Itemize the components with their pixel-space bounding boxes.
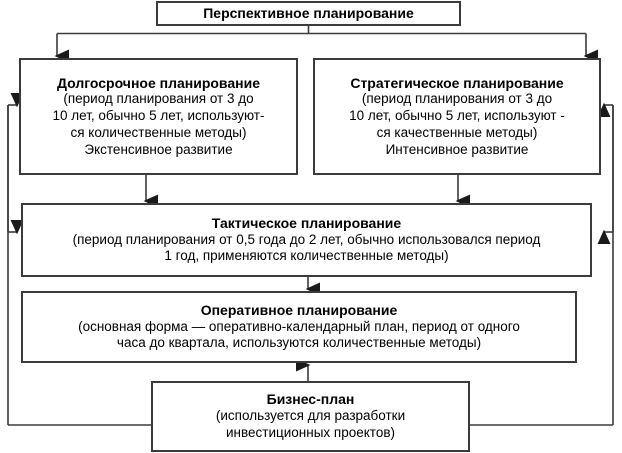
node-longterm-extra: Экстенсивное развитие — [84, 141, 233, 157]
node-tactical-planning[interactable]: Тактическое планирование (период планиро… — [21, 203, 592, 277]
node-strategic-title: Стратегическое планирование — [350, 74, 564, 91]
node-tactical-body: (период планирования от 0,5 года до 2 ле… — [72, 231, 541, 264]
node-operative-body: (основная форма — оперативно-календарный… — [78, 318, 520, 351]
node-business-plan[interactable]: Бизнес-план (используется для разработки… — [151, 381, 470, 452]
node-business-body: (используется для разработки инвестицион… — [215, 408, 406, 440]
node-longterm-body: (период планирования от 3 до 10 лет, обы… — [52, 91, 265, 140]
connector-feedback-right — [470, 105, 614, 426]
node-longterm-title: Долгосрочное планирование — [57, 74, 260, 91]
node-longterm-planning[interactable]: Долгосрочное планирование (период планир… — [19, 58, 298, 175]
connector-feedback-left — [7, 105, 151, 426]
node-operative-planning[interactable]: Оперативное планирование (основная форма… — [21, 291, 577, 363]
node-tactical-title: Тактическое планирование — [211, 214, 402, 231]
connector-perspective-split — [56, 26, 587, 49]
node-perspective-planning[interactable]: Перспективное планирование — [156, 1, 461, 26]
node-business-title: Бизнес-план — [266, 391, 355, 408]
node-strategic-body: (период планирования от 3 до 10 лет, обы… — [349, 91, 565, 140]
node-perspective-title: Перспективное планирование — [203, 5, 414, 22]
node-operative-title: Оперативное планирование — [200, 301, 398, 318]
node-strategic-extra: Интенсивное развитие — [385, 141, 529, 157]
node-strategic-planning[interactable]: Стратегическое планирование (период план… — [313, 58, 601, 175]
